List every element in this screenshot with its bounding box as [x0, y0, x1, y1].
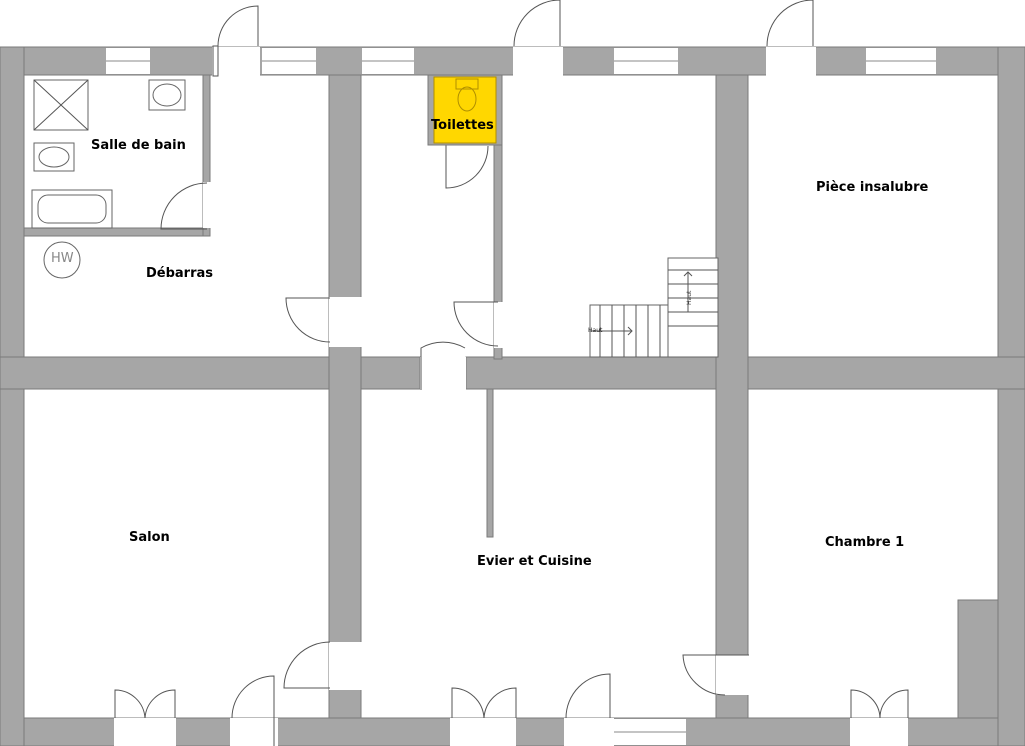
room-label-living-room: Salon — [129, 530, 170, 545]
bathroom-fixtures — [31, 79, 186, 279]
room-label-kitchen: Evier et Cuisine — [477, 554, 592, 569]
stair-up-label-right: Haut — [686, 290, 693, 305]
room-label-toilets: Toilettes — [431, 118, 494, 133]
interior-walls — [0, 74, 1025, 719]
water-heater-label: HW — [51, 251, 74, 266]
toilet-bowl-icon — [457, 86, 477, 112]
staircase — [589, 257, 719, 358]
room-label-bedroom: Chambre 1 — [825, 535, 905, 550]
stair-up-label-left: Haut — [588, 327, 603, 334]
room-label-unsanitary-room: Pièce insalubre — [816, 180, 929, 195]
room-label-bathroom: Salle de bain — [91, 138, 186, 153]
toilets-room — [427, 74, 503, 146]
toilet-tank-icon — [455, 78, 479, 90]
room-label-storage: Débarras — [146, 266, 214, 281]
water-heater-icon — [43, 241, 81, 279]
doors — [114, 0, 909, 746]
windows — [106, 48, 936, 745]
